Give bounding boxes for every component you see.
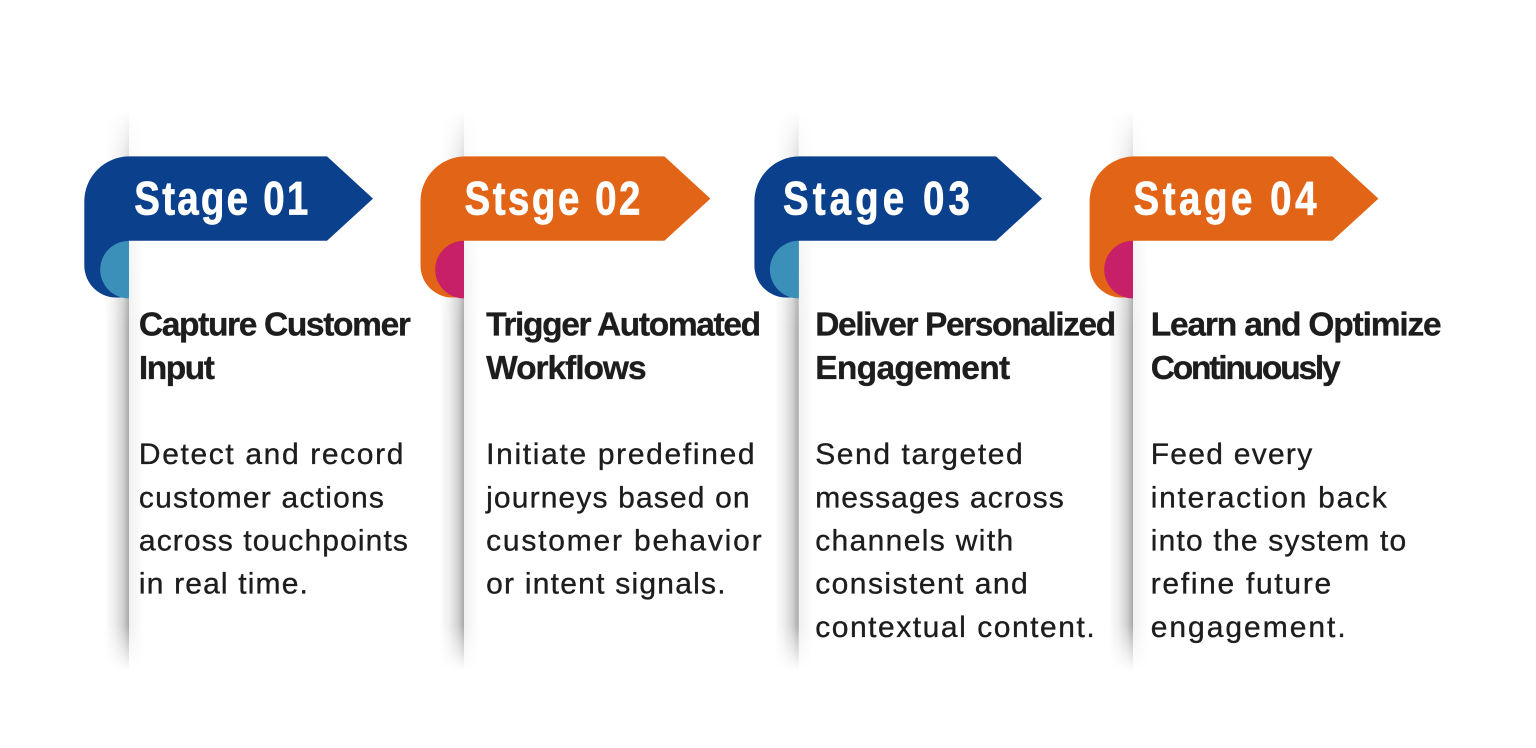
svg-text:Engagement: Engagement — [815, 350, 1010, 387]
svg-text:Stsge 02: Stsge 02 — [465, 173, 641, 225]
svg-text:Workflows: Workflows — [486, 350, 646, 387]
svg-text:Input: Input — [139, 350, 215, 387]
svg-text:in real time.: in real time. — [139, 568, 308, 601]
svg-text:channels with: channels with — [815, 525, 1013, 558]
svg-text:Feed every: Feed every — [1151, 438, 1313, 471]
svg-text:contextual content.: contextual content. — [815, 611, 1094, 644]
svg-text:consistent and: consistent and — [815, 568, 1027, 601]
svg-text:across touchpoints: across touchpoints — [139, 525, 408, 558]
svg-text:journeys based on: journeys based on — [485, 481, 749, 514]
svg-text:refine future: refine future — [1151, 568, 1332, 601]
svg-text:Learn and Optimize: Learn and Optimize — [1151, 307, 1442, 344]
svg-text:engagement.: engagement. — [1151, 611, 1346, 644]
svg-text:interaction back: interaction back — [1151, 481, 1388, 514]
svg-text:Stage 04: Stage 04 — [1134, 173, 1317, 225]
svg-text:messages across: messages across — [815, 481, 1063, 514]
svg-text:Continuously: Continuously — [1151, 350, 1341, 387]
svg-text:Detect and record: Detect and record — [139, 438, 404, 471]
svg-text:Send targeted: Send targeted — [815, 438, 1023, 471]
svg-text:Deliver Personalized: Deliver Personalized — [815, 307, 1116, 344]
svg-text:Capture Customer: Capture Customer — [139, 307, 411, 344]
svg-text:Initiate predefined: Initiate predefined — [486, 438, 754, 471]
svg-text:Trigger Automated: Trigger Automated — [486, 307, 761, 344]
svg-text:or intent signals.: or intent signals. — [486, 568, 725, 601]
svg-text:customer actions: customer actions — [139, 481, 384, 514]
svg-text:Stage 01: Stage 01 — [134, 173, 308, 225]
svg-text:customer behavior: customer behavior — [486, 525, 761, 558]
svg-text:into the system to: into the system to — [1151, 525, 1407, 558]
svg-text:Stage 03: Stage 03 — [783, 173, 970, 225]
